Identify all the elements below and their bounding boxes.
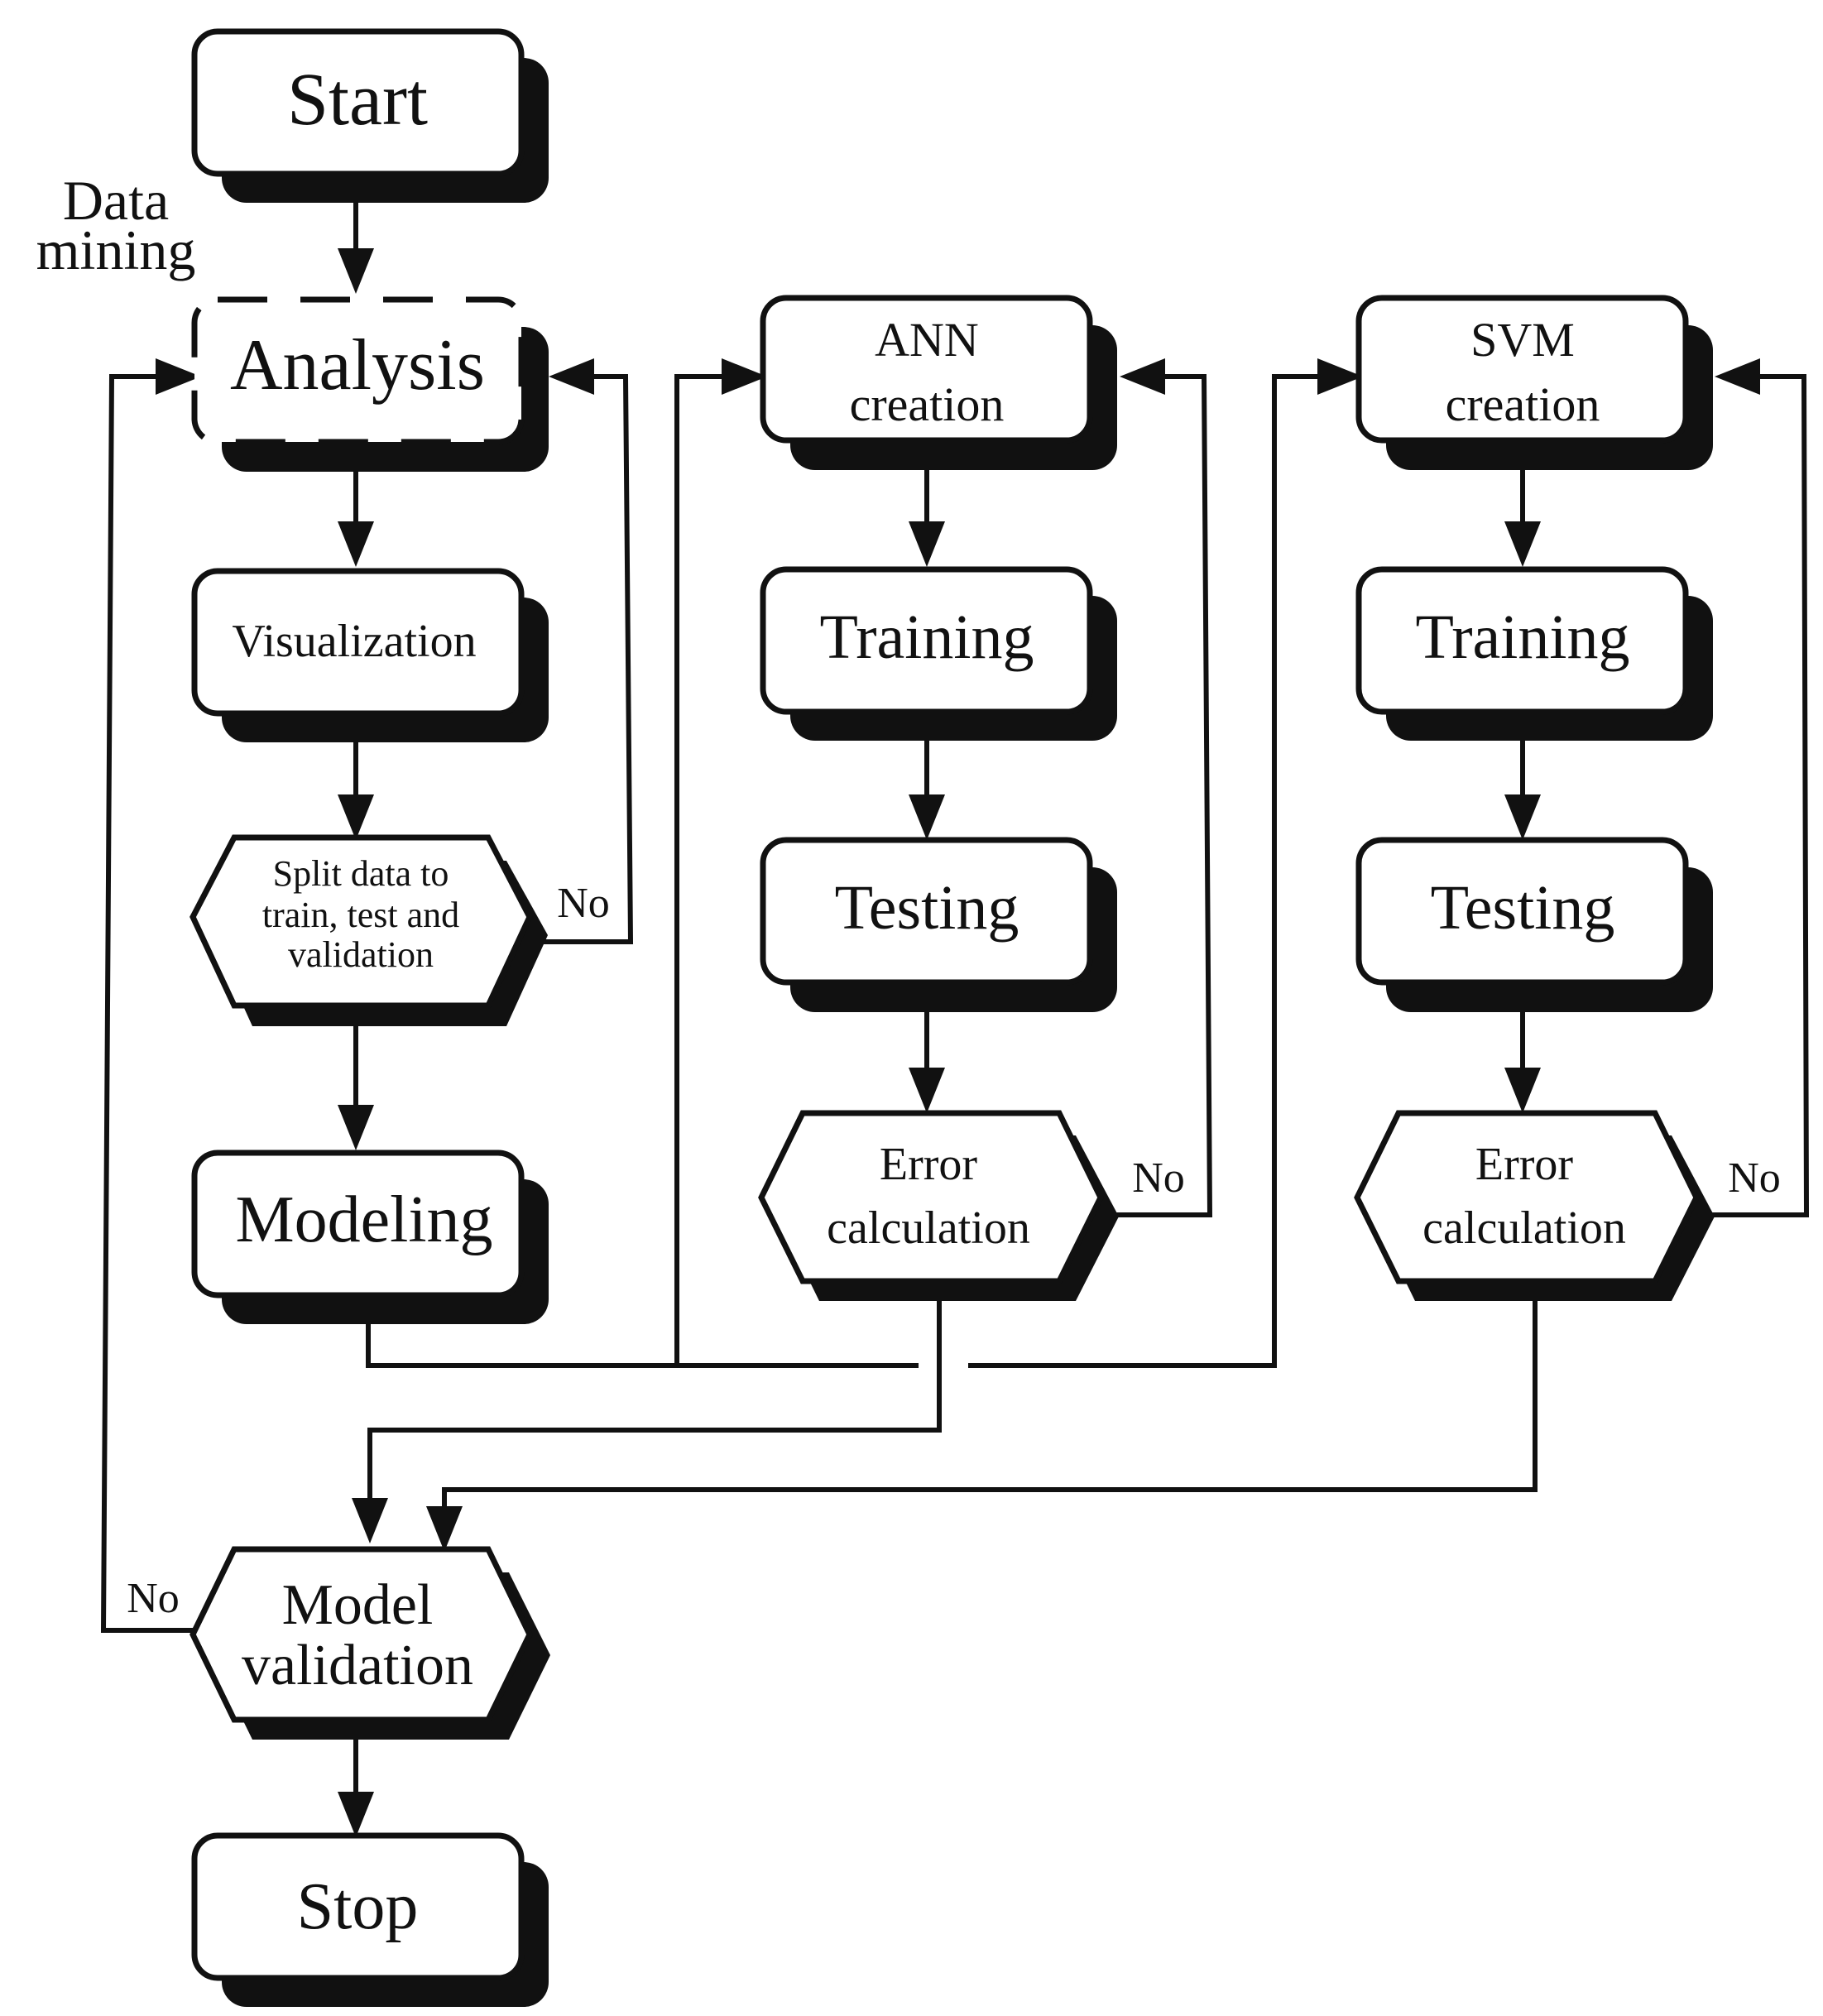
validation-no-label: No bbox=[127, 1575, 180, 1622]
visualization-label: Visualization bbox=[232, 616, 476, 667]
ann-no-label: No bbox=[1132, 1154, 1185, 1202]
start-label: Start bbox=[287, 59, 428, 141]
ann-testing-node: Testing bbox=[760, 837, 1117, 1012]
stop-node: Stop bbox=[191, 1832, 549, 2007]
ann-testing-label: Testing bbox=[835, 873, 1019, 943]
ann-creation-line1: ANN bbox=[875, 313, 979, 367]
visualization-node: Visualization bbox=[191, 568, 549, 742]
model-validation-line2: validation bbox=[242, 1634, 473, 1697]
analysis-label: Analysis bbox=[230, 325, 485, 406]
stop-label: Stop bbox=[297, 1870, 419, 1943]
svm-creation-node: SVM creation bbox=[1355, 295, 1713, 470]
ann-error-line1: Error bbox=[880, 1139, 978, 1190]
ann-training-node: Training bbox=[760, 566, 1117, 741]
split-data-line3: validation bbox=[288, 934, 434, 975]
model-validation-line1: Model bbox=[282, 1573, 434, 1637]
ann-error-line2: calculation bbox=[827, 1202, 1030, 1254]
ann-training-label: Training bbox=[819, 602, 1034, 672]
ann-creation-line2: creation bbox=[850, 377, 1005, 431]
ann-error-node: Error calculation bbox=[758, 1110, 1119, 1301]
ann-creation-node: ANN creation bbox=[760, 295, 1117, 470]
svm-error-node: Error calculation bbox=[1354, 1110, 1715, 1301]
svm-error-line2: calculation bbox=[1422, 1202, 1626, 1254]
data-mining-line1: Data bbox=[63, 169, 169, 232]
modeling-label: Modeling bbox=[235, 1183, 492, 1256]
svm-testing-label: Testing bbox=[1431, 873, 1615, 943]
data-mining-annotation: Data mining bbox=[36, 169, 196, 281]
analysis-node: Analysis bbox=[191, 296, 549, 472]
model-validation-node: Model validation bbox=[189, 1546, 550, 1740]
data-mining-line2: mining bbox=[36, 218, 196, 281]
split-data-line2: train, test and bbox=[262, 895, 459, 935]
svm-training-node: Training bbox=[1355, 566, 1713, 741]
svm-testing-node: Testing bbox=[1355, 837, 1713, 1012]
split-data-node: Split data to train, test and validation bbox=[189, 834, 548, 1026]
start-node: Start bbox=[191, 28, 549, 203]
svm-creation-line2: creation bbox=[1446, 377, 1600, 431]
modeling-node: Modeling bbox=[191, 1150, 549, 1324]
split-data-line1: Split data to bbox=[273, 853, 449, 894]
connectors bbox=[100, 174, 1810, 1837]
svm-creation-line1: SVM bbox=[1470, 313, 1575, 367]
split-no-label: No bbox=[557, 880, 610, 927]
svm-no-label: No bbox=[1728, 1154, 1781, 1202]
svm-training-label: Training bbox=[1415, 602, 1629, 672]
svm-error-line1: Error bbox=[1475, 1139, 1574, 1190]
